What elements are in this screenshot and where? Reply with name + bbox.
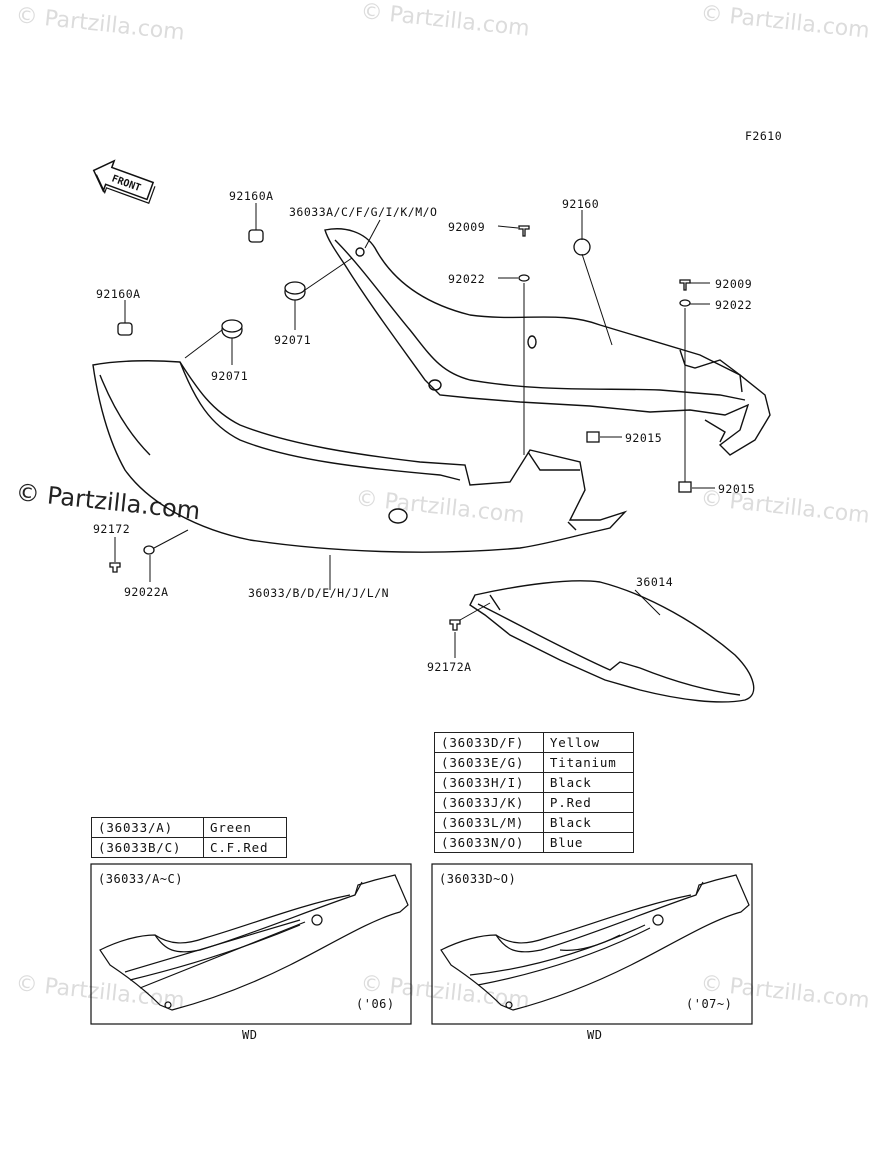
- figure-code: F2610: [745, 129, 782, 143]
- grommet-icon: [573, 238, 591, 256]
- part-code-cell: (36033D/F): [434, 732, 544, 753]
- part-code-cell: (36033N/O): [434, 832, 544, 853]
- color-name-cell: Blue: [542, 832, 635, 853]
- watermark-text: © Partzilla.com: [359, 0, 530, 42]
- part-label: 92071: [274, 333, 311, 347]
- inset-range-label: (36033D~O): [439, 872, 517, 886]
- part-code-cell: (36033J/K): [434, 792, 544, 813]
- color-table-right: (36033D/F)Yellow(36033E/G)Titanium(36033…: [434, 732, 635, 853]
- part-code-cell: (36033E/G): [434, 752, 544, 773]
- part-label: 92015: [625, 431, 662, 445]
- color-table-row: (36033/A)Green: [90, 817, 287, 838]
- watermark-text: © Partzilla.com: [14, 971, 185, 1014]
- inset-year-label: ('07~): [686, 997, 733, 1011]
- color-name-cell: Titanium: [542, 752, 635, 773]
- watermark-layer: © Partzilla.com © Partzilla.com © Partzi…: [14, 0, 870, 1014]
- part-label: 36033A/C/F/G/I/K/M/O: [289, 205, 437, 219]
- washer-icon: [679, 299, 691, 307]
- inset-caption: WD: [242, 1028, 258, 1042]
- color-name-cell: Black: [542, 812, 635, 833]
- inset-frame-left: [90, 863, 412, 1025]
- part-label: 92172: [93, 522, 130, 536]
- part-label: 92071: [211, 369, 248, 383]
- part-code-cell: (36033B/C): [90, 837, 205, 858]
- upper-side-cover: [324, 228, 771, 456]
- color-table-row: (36033H/I)Black: [434, 772, 635, 793]
- color-name-cell: C.F.Red: [203, 837, 287, 858]
- color-name-cell: Black: [542, 772, 635, 793]
- part-label: 92160A: [96, 287, 141, 301]
- inset-caption: WD: [587, 1028, 603, 1042]
- part-label: 36014: [636, 575, 673, 589]
- lower-side-cover: [92, 360, 628, 553]
- screw-icon: [109, 562, 121, 573]
- washer-icon: [143, 545, 155, 555]
- inset-range-label: (36033/A~C): [98, 872, 183, 886]
- color-table-row: (36033N/O)Blue: [434, 832, 635, 853]
- grommet-icon: [117, 322, 133, 336]
- part-label: 92160A: [229, 189, 274, 203]
- seat-cowl-part: [469, 580, 755, 703]
- grommet-icon: [284, 281, 306, 295]
- nut-clip-icon: [586, 431, 600, 443]
- inset-year-label: ('06): [356, 997, 395, 1011]
- watermark-text-dark: © Partzilla.com: [14, 478, 201, 525]
- screw-icon: [449, 619, 461, 631]
- color-name-cell: Green: [203, 817, 287, 838]
- hardware-items: [109, 225, 692, 631]
- grommet-icon: [248, 229, 264, 243]
- inset-right-cover: [440, 874, 750, 1011]
- inset-frames: [90, 863, 753, 1025]
- color-table-row: (36033J/K)P.Red: [434, 792, 635, 813]
- washer-icon: [518, 274, 530, 282]
- part-code-cell: (36033H/I): [434, 772, 544, 793]
- inset-frame-right: [431, 863, 753, 1025]
- grommet-icon: [221, 319, 243, 333]
- bolt-icon: [679, 279, 691, 291]
- color-table-row: (36033B/C)C.F.Red: [90, 837, 287, 858]
- bolt-icon: [518, 225, 530, 237]
- watermark-text: © Partzilla.com: [354, 486, 525, 529]
- front-arrow-icon: FRONT: [92, 159, 156, 205]
- part-code-cell: (36033/A): [90, 817, 205, 838]
- inset-left-cover: [99, 874, 409, 1011]
- part-label: 92009: [715, 277, 752, 291]
- color-table-row: (36033D/F)Yellow: [434, 732, 635, 753]
- color-name-cell: Yellow: [542, 732, 635, 753]
- watermark-text: © Partzilla.com: [699, 1, 870, 44]
- color-name-cell: P.Red: [542, 792, 635, 813]
- watermark-text: © Partzilla.com: [14, 3, 185, 46]
- color-table-left: (36033/A)Green(36033B/C)C.F.Red: [90, 817, 287, 858]
- part-label: 36033/B/D/E/H/J/L/N: [248, 586, 389, 600]
- nut-clip-icon: [678, 481, 692, 493]
- part-label: 92015: [718, 482, 755, 496]
- part-label: 92160: [562, 197, 599, 211]
- part-labels: 92160A 36033A/C/F/G/I/K/M/O 92160 92009 …: [93, 189, 755, 674]
- part-code-cell: (36033L/M): [434, 812, 544, 833]
- color-table-row: (36033E/G)Titanium: [434, 752, 635, 773]
- leader-lines: [114, 203, 715, 658]
- part-label: 92009: [448, 220, 485, 234]
- part-label: 92022: [715, 298, 752, 312]
- part-label: 92022A: [124, 585, 169, 599]
- color-table-row: (36033L/M)Black: [434, 812, 635, 833]
- part-label: 92022: [448, 272, 485, 286]
- part-label: 92172A: [427, 660, 472, 674]
